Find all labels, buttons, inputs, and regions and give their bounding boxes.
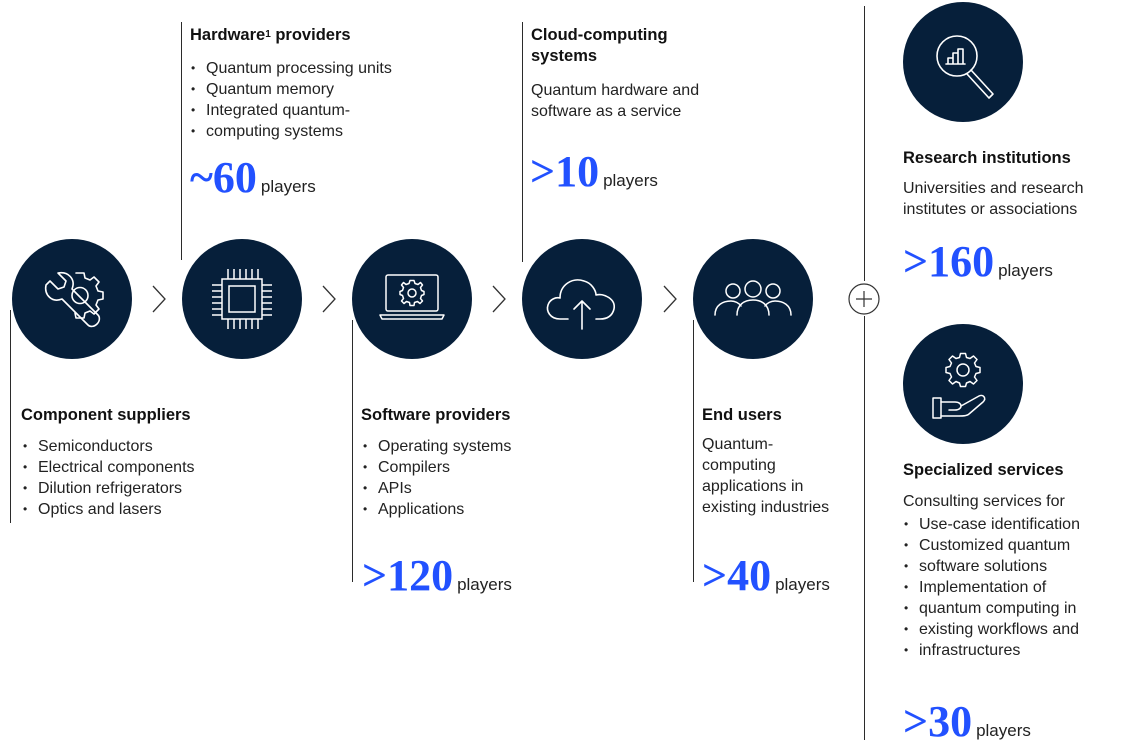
- list-item: Electrical components: [22, 457, 195, 478]
- hardware-list: Quantum processing units Quantum memory …: [190, 58, 392, 142]
- list-item: Customized quantum: [903, 535, 1080, 556]
- connector-line-hardware: [181, 22, 182, 260]
- chevron-right-icon: [492, 285, 506, 313]
- magnifier-chart-icon: [903, 2, 1023, 122]
- list-item: APIs: [362, 478, 511, 499]
- hardware-providers-title: Hardware1 providers: [190, 26, 351, 44]
- list-item: Dilution refrigerators: [22, 478, 195, 499]
- services-list: Use-case identification Customized quant…: [903, 514, 1080, 661]
- list-item: Compilers: [362, 457, 511, 478]
- hand-gear-icon: [903, 324, 1023, 444]
- list-item: Semiconductors: [22, 436, 195, 457]
- chevron-right-icon: [663, 285, 677, 313]
- services-intro: Consulting services for: [903, 493, 1065, 510]
- chevron-right-icon: [322, 285, 336, 313]
- software-list: Operating systems Compilers APIs Applica…: [362, 436, 511, 520]
- divider-line-bottom: [864, 316, 865, 740]
- connector-line-cloud: [522, 22, 523, 262]
- connector-line-component: [10, 310, 11, 523]
- footnote-marker: 1: [265, 29, 271, 40]
- list-item-continuation: quantum computing in: [903, 598, 1080, 619]
- cloud-computing-description: Quantum hardware and software as a servi…: [531, 82, 700, 120]
- people-group-icon: [693, 239, 813, 359]
- list-item: Operating systems: [362, 436, 511, 457]
- component-suppliers-list: Semiconductors Electrical components Dil…: [22, 436, 195, 520]
- list-item: Optics and lasers: [22, 499, 195, 520]
- plus-circle-icon: [848, 283, 880, 315]
- connector-line-software: [352, 320, 353, 582]
- list-item: Quantum memory: [190, 79, 392, 100]
- cloud-computing-title: Cloud-computing systems: [531, 26, 668, 65]
- list-item: Quantum processing units: [190, 58, 392, 79]
- connector-line-end-users: [693, 320, 694, 582]
- list-item: Implementation of: [903, 577, 1080, 598]
- cloud-upload-icon: [522, 239, 642, 359]
- component-suppliers-title: Component suppliers: [21, 406, 191, 424]
- list-item: Use-case identification: [903, 514, 1080, 535]
- end-users-description: Quantum- computing applications in exist…: [702, 436, 830, 516]
- chevron-right-icon: [152, 285, 166, 313]
- end-users-title: End users: [702, 406, 782, 424]
- research-institutions-title: Research institutions: [903, 149, 1071, 167]
- laptop-gear-icon: [352, 239, 472, 359]
- divider-line-top: [864, 6, 865, 281]
- list-item-continuation: infrastructures: [903, 640, 1080, 661]
- list-item-continuation: existing workflows and: [903, 619, 1080, 640]
- list-item-continuation: computing systems: [190, 121, 392, 142]
- specialized-services-title: Specialized services: [903, 461, 1064, 479]
- research-description: Universities and research institutes or …: [903, 180, 1084, 218]
- list-item: Integrated quantum-: [190, 100, 392, 121]
- gear-wrench-icon: [12, 239, 132, 359]
- list-item: Applications: [362, 499, 511, 520]
- software-providers-title: Software providers: [361, 406, 511, 424]
- list-item-continuation: software solutions: [903, 556, 1080, 577]
- chip-icon: [182, 239, 302, 359]
